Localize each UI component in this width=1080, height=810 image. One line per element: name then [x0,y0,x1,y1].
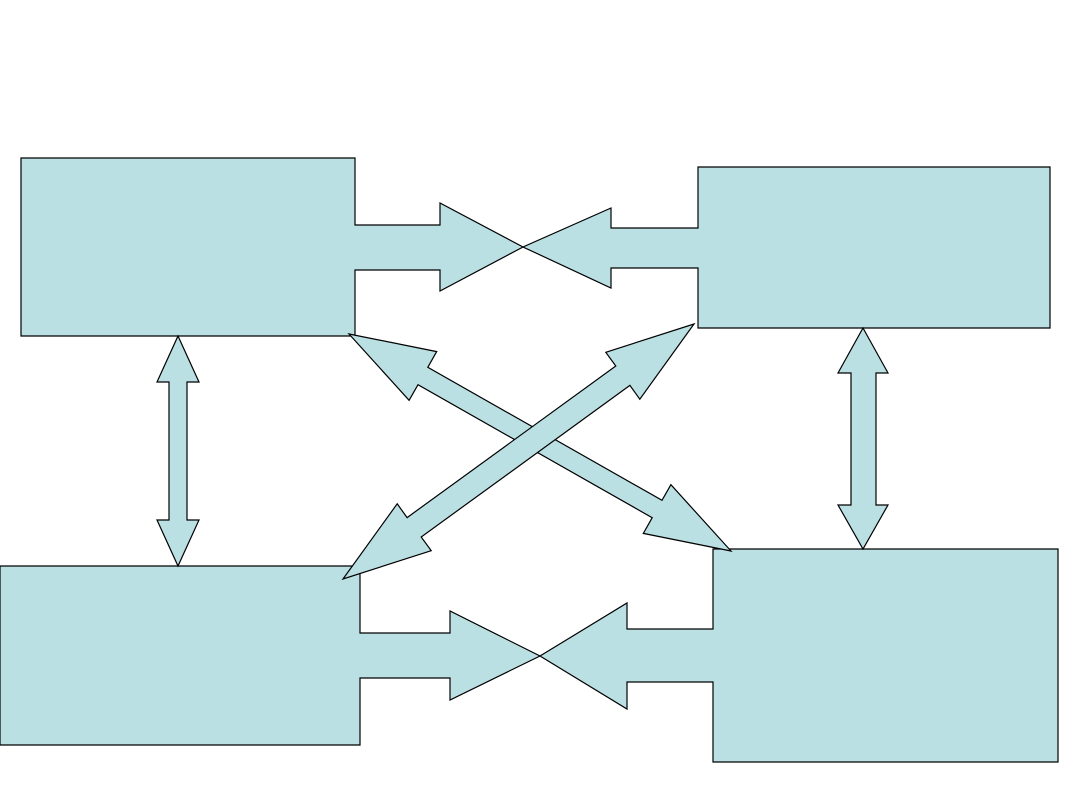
box-bottom-right-with-arrow [538,548,1059,763]
double-arrow-left-vertical [156,334,200,568]
box-top-right-with-arrow [521,166,1051,329]
box-top-left-with-arrow [20,157,525,337]
double-arrow-diagonal-topright-bottomleft [341,322,696,581]
double-arrow-right-vertical [836,326,890,551]
box-bottom-left-with-arrow [0,565,542,746]
